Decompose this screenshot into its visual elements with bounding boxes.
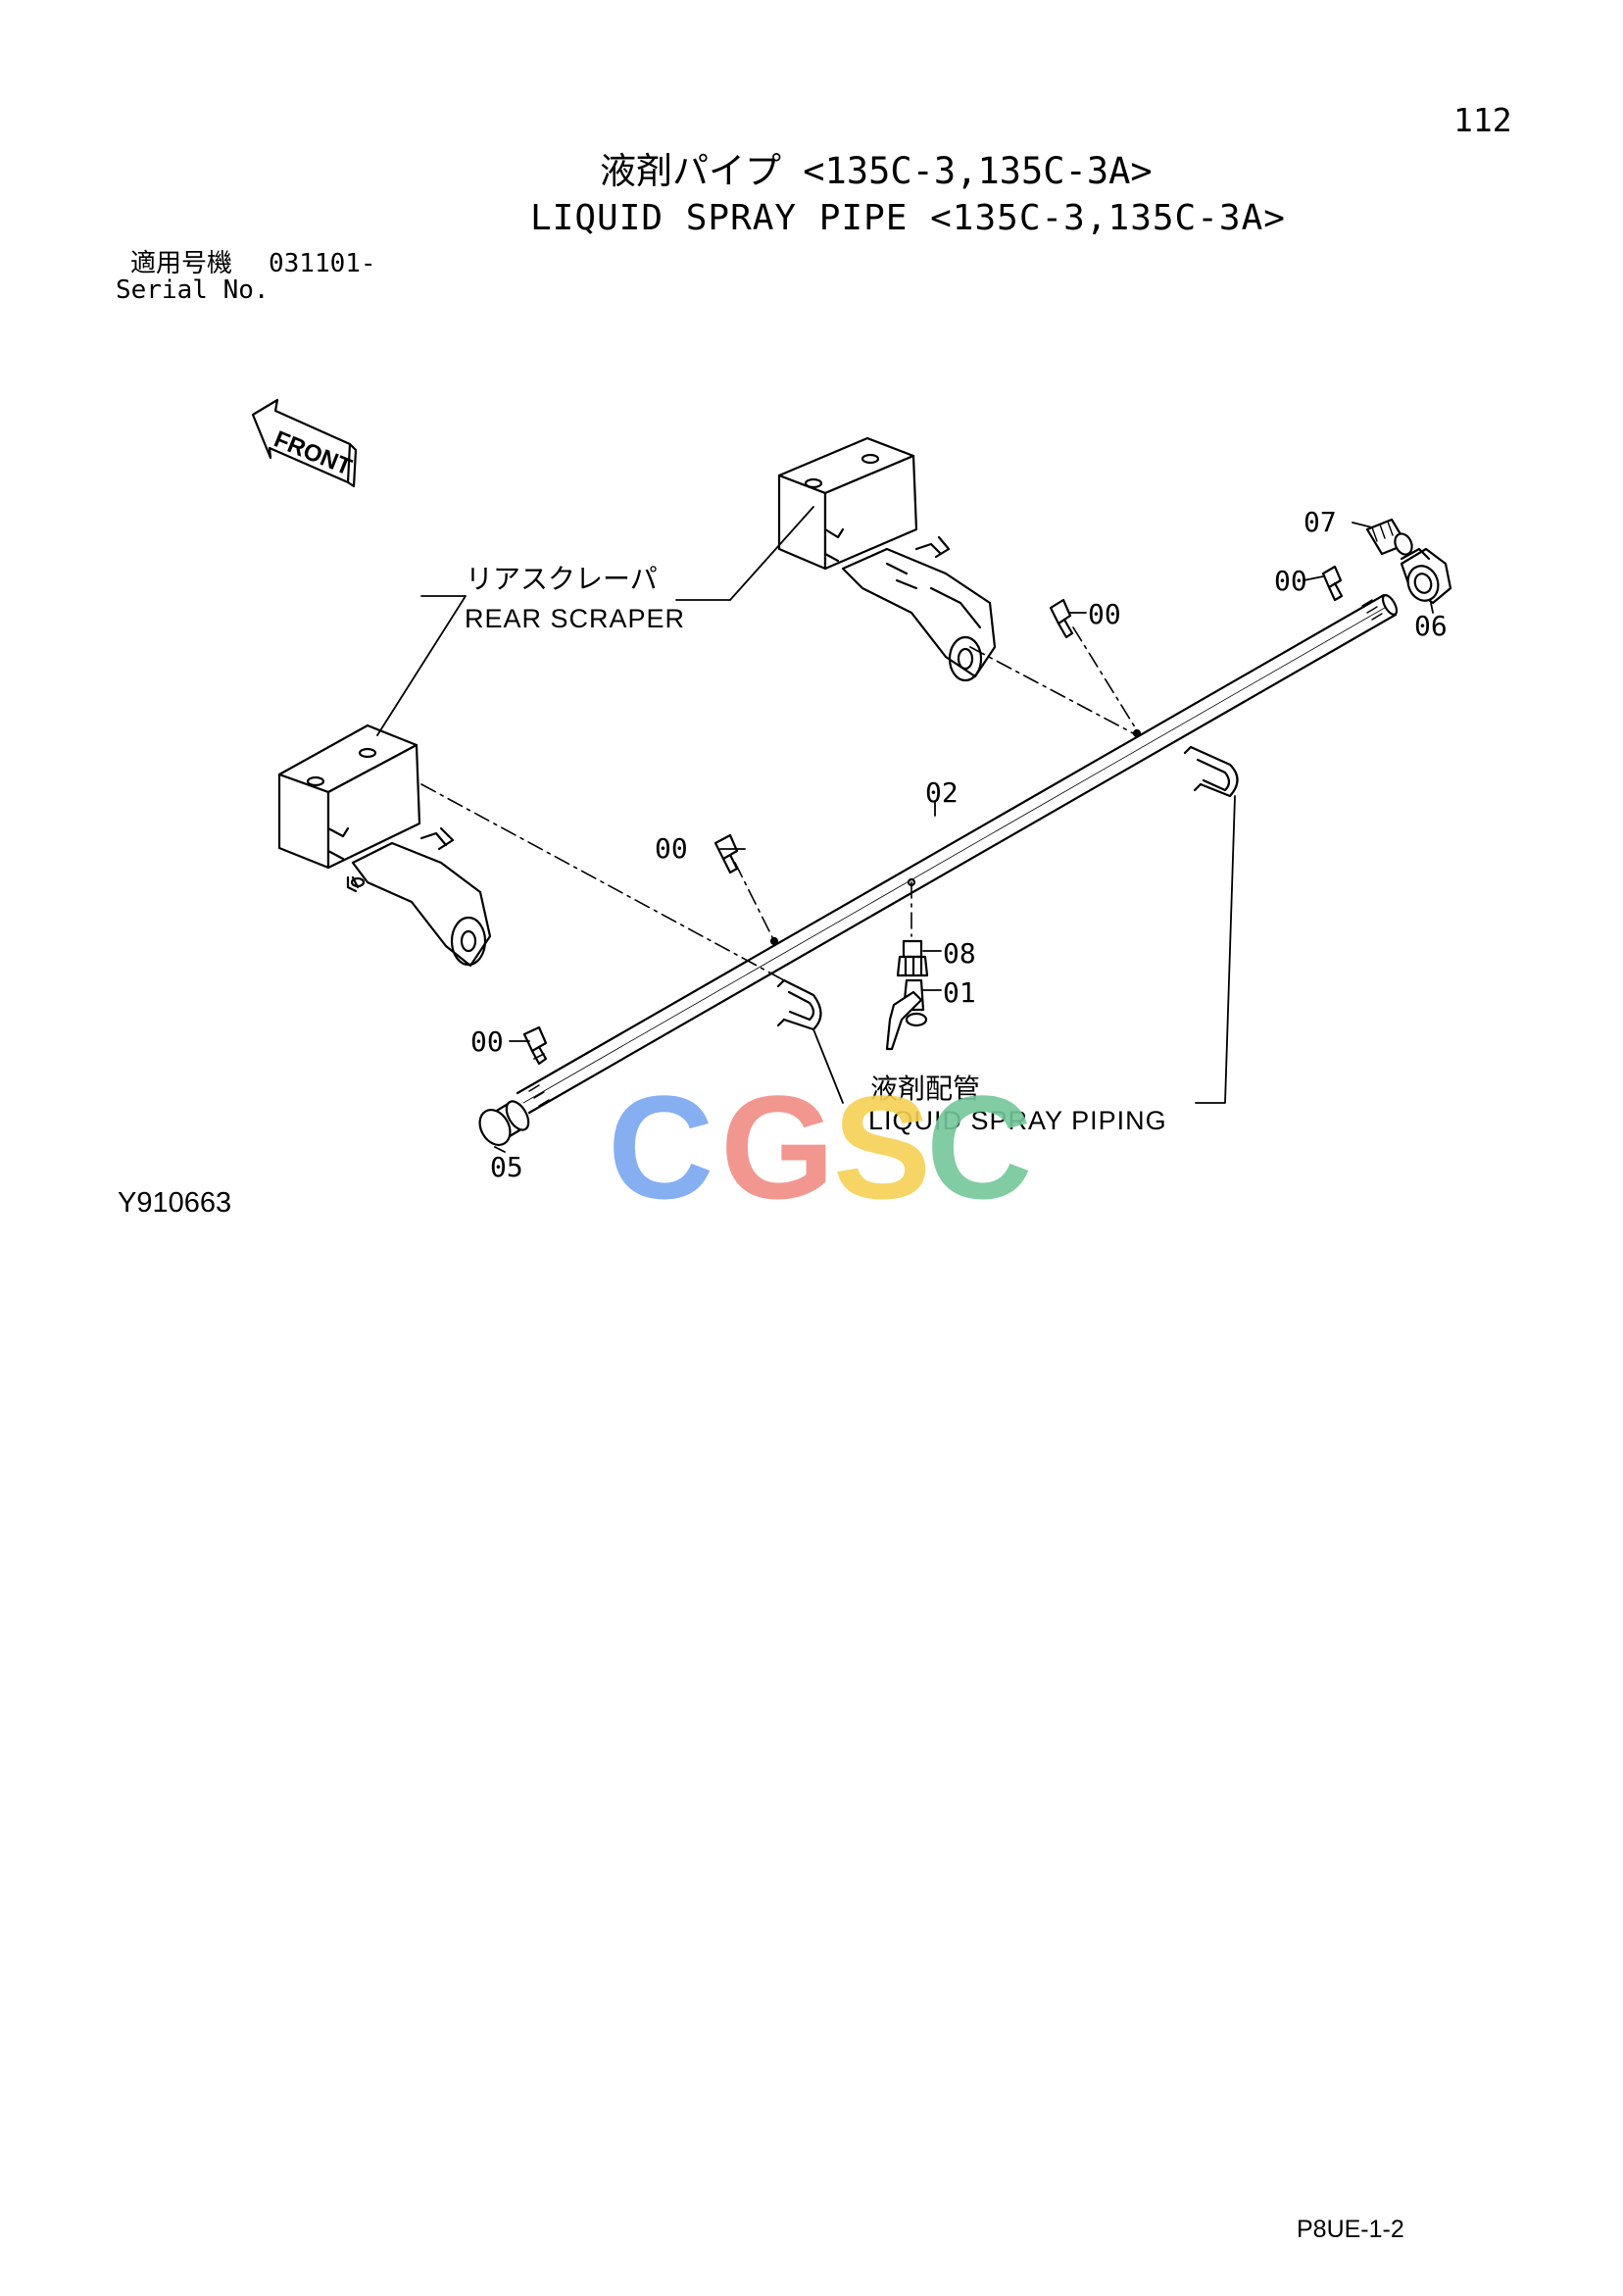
label-rear-scraper-jp: リアスクレーパ bbox=[466, 563, 658, 595]
grease-nipple-d bbox=[522, 1025, 548, 1066]
callout-08: 08 bbox=[943, 937, 976, 970]
callout-05: 05 bbox=[490, 1151, 523, 1183]
label-rear-scraper-en: REAR SCRAPER bbox=[465, 604, 685, 633]
serial-label-english: Serial No. bbox=[116, 275, 270, 305]
title-english: LIQUID SPRAY PIPE <135C-3,135C-3A> bbox=[530, 198, 1286, 238]
callout-labels: リアスクレーパ REAR SCRAPER 液剤配管 LIQUID SPRAY P… bbox=[465, 506, 1448, 1183]
title-japanese: 液剤パイプ <135C-3,135C-3A> bbox=[600, 150, 1153, 192]
label-piping-jp: 液剤配管 bbox=[870, 1073, 980, 1105]
grease-nipple-b bbox=[1321, 565, 1344, 602]
callout-00-d: 00 bbox=[470, 1025, 504, 1058]
watermark-letter-s: S bbox=[833, 1065, 931, 1229]
callout-07: 07 bbox=[1303, 506, 1337, 538]
u-bolt-right bbox=[1183, 745, 1239, 798]
leader-lines bbox=[376, 506, 1434, 1153]
drawing-code: Y910663 bbox=[118, 1187, 232, 1219]
rear-scraper-bracket-upper bbox=[777, 436, 997, 682]
serial-label-japanese: 適用号機 bbox=[130, 249, 233, 278]
grease-nipple-a bbox=[1049, 598, 1074, 639]
label-piping-en: LIQUID SPRAY PIPING bbox=[868, 1106, 1167, 1135]
u-bolt-left bbox=[776, 978, 822, 1031]
spray-pipe bbox=[516, 593, 1399, 1115]
connector bbox=[896, 939, 929, 977]
serial-number: 031101- bbox=[269, 249, 376, 278]
page-number: 112 bbox=[1453, 101, 1512, 139]
callout-00-c: 00 bbox=[655, 832, 688, 865]
callout-01: 01 bbox=[943, 976, 976, 1009]
nipple-fitting bbox=[1365, 518, 1413, 556]
watermark-letter-g: G bbox=[720, 1065, 835, 1229]
center-lines bbox=[420, 626, 1138, 1060]
watermark-logo: C G S C bbox=[608, 1065, 1032, 1229]
callout-00-a: 00 bbox=[1088, 598, 1121, 630]
grease-nipple-c bbox=[713, 833, 739, 874]
elbow-fitting bbox=[1400, 547, 1452, 605]
rear-scraper-bracket-lower bbox=[277, 724, 492, 968]
watermark-letter-c1: C bbox=[608, 1065, 713, 1229]
callout-00-b: 00 bbox=[1274, 565, 1307, 597]
spray-nozzle bbox=[885, 978, 928, 1051]
callout-06: 06 bbox=[1414, 610, 1448, 642]
page-code: P8UE-1-2 bbox=[1297, 2216, 1404, 2243]
watermark-letter-c2: C bbox=[926, 1065, 1032, 1229]
pipe-cap bbox=[478, 1100, 530, 1146]
front-arrow-icon: FRONT bbox=[251, 398, 358, 488]
callout-02: 02 bbox=[925, 776, 959, 809]
